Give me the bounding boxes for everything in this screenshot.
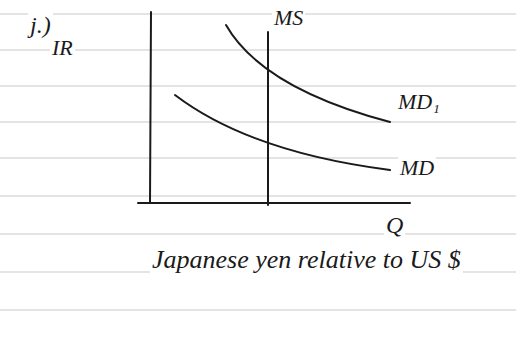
money-demand-curve bbox=[175, 95, 390, 170]
axis-label: IR bbox=[50, 36, 75, 60]
y-axis bbox=[150, 12, 151, 203]
curve-label: MS bbox=[272, 6, 305, 30]
money-supply-line bbox=[267, 32, 269, 205]
part-letter: j.) bbox=[28, 12, 53, 38]
money-demand-shifted-curve bbox=[226, 25, 390, 122]
curve-label: MD₁ bbox=[396, 90, 442, 114]
ruled-lines bbox=[0, 14, 516, 310]
curve-label: MD bbox=[398, 156, 436, 180]
x-axis bbox=[138, 202, 410, 204]
axis-label: Q bbox=[384, 212, 405, 238]
caption: Japanese yen relative to US $ bbox=[150, 246, 463, 275]
